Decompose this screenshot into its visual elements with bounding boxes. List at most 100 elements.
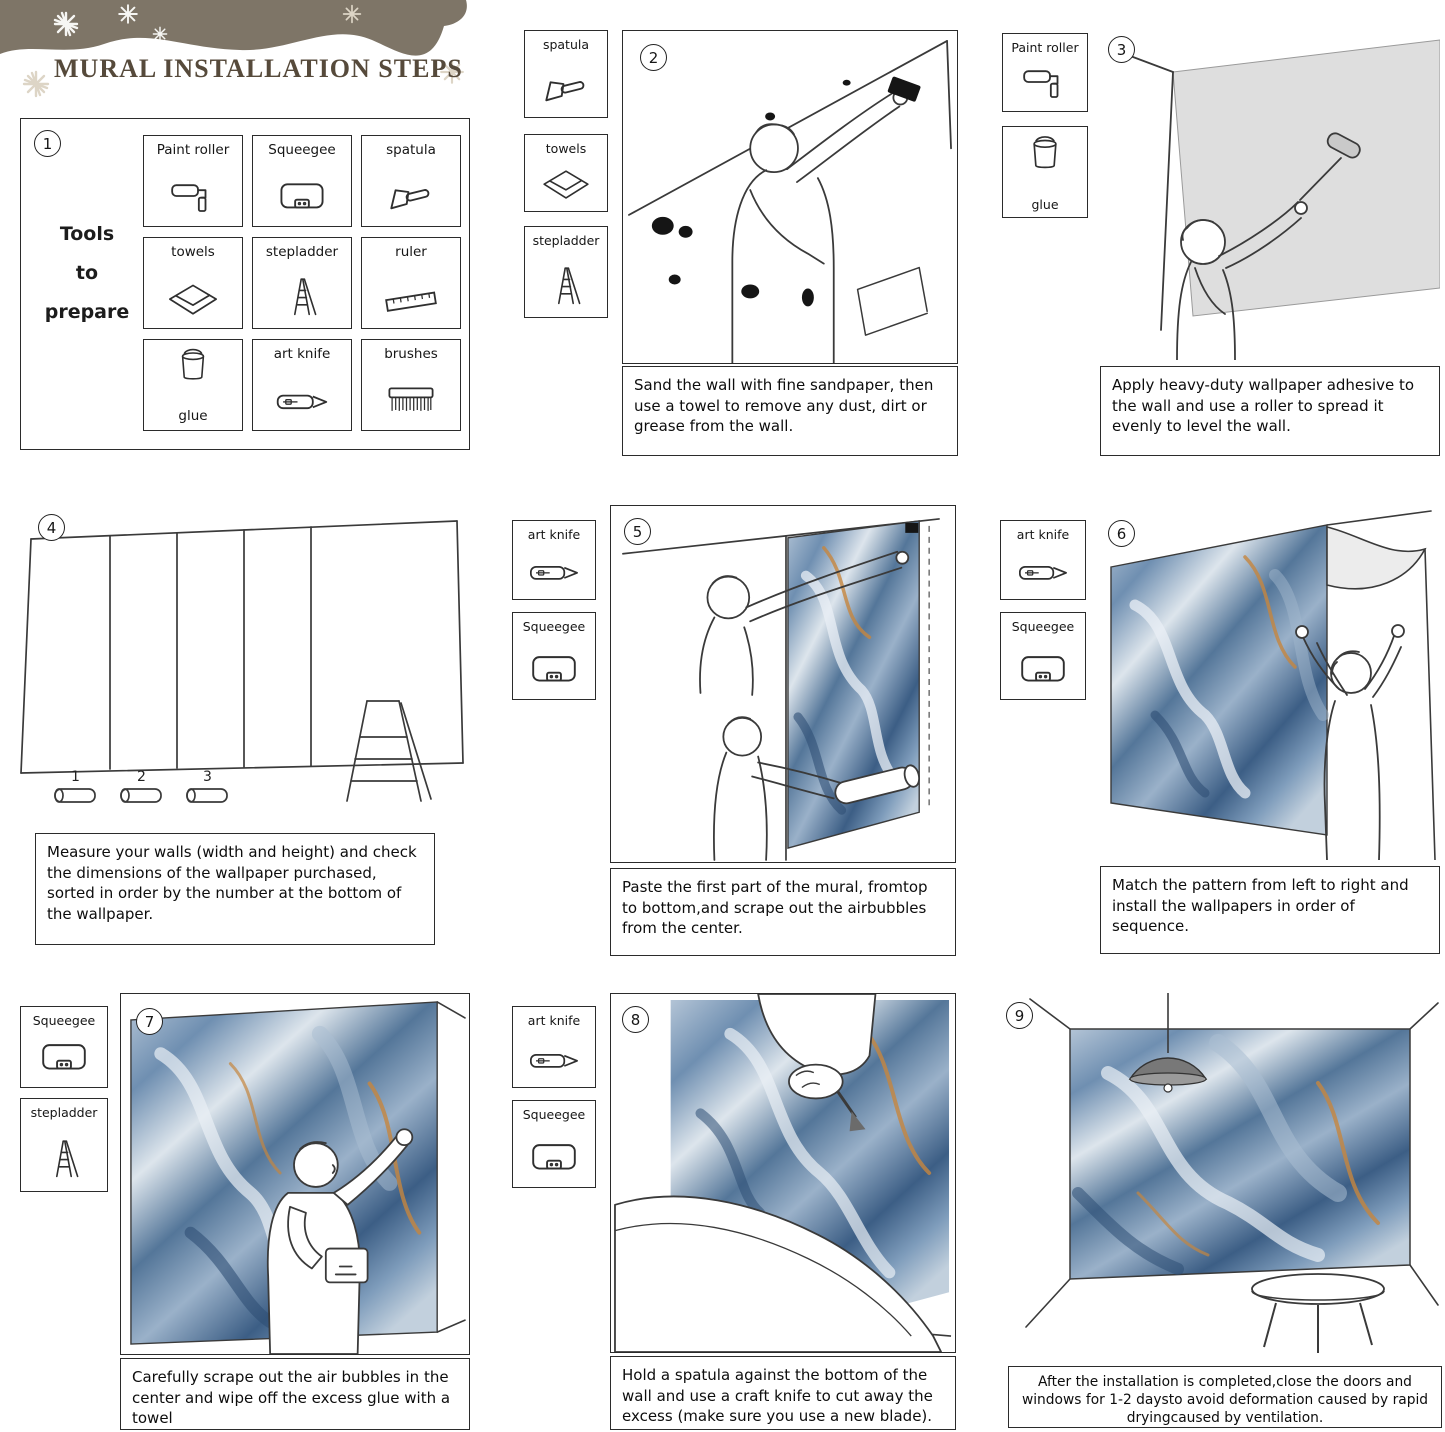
tool-chip-squeegee: Squeegee [512, 1100, 596, 1188]
squeegee-icon [1017, 652, 1069, 694]
tool-label: spatula [542, 37, 590, 52]
tool-label: Squeegee [522, 1107, 586, 1122]
coffee-table [1251, 1273, 1385, 1353]
step1-number: 1 [34, 130, 61, 157]
tool-label: glue [1031, 197, 1059, 212]
roll-number: 3 [203, 769, 212, 785]
tool-chip-towels: towels [524, 134, 608, 212]
step2-caption: Sand the wall with fine sandpaper, then … [622, 366, 958, 456]
tool-label: glue [178, 408, 208, 424]
tool-label: Squeegee [1011, 619, 1075, 634]
step7-number: 7 [136, 1008, 163, 1035]
step6-illustration [1095, 505, 1440, 860]
step9-number: 9 [1006, 1002, 1033, 1029]
tool-chip-spatula: spatula [524, 30, 608, 118]
tool-label: spatula [386, 142, 436, 158]
tool-tile-spatula: spatula [361, 135, 461, 227]
tool-label: Paint roller [156, 142, 230, 158]
step8-illustration-svg [614, 994, 952, 1352]
step6-number: 6 [1108, 520, 1135, 547]
tool-chip-squeegee: Squeegee [1000, 612, 1086, 700]
step4-illustration-svg: 1 2 3 [20, 520, 464, 803]
step2-number: 2 [640, 44, 667, 71]
step2-illustration-svg [628, 40, 952, 363]
tool-label: stepladder [532, 233, 600, 248]
glue-icon [169, 346, 217, 388]
step8-number: 8 [622, 1006, 649, 1033]
step5-number: 5 [624, 518, 651, 545]
step9-illustration-svg [1025, 993, 1439, 1353]
step7-illustration [120, 993, 470, 1355]
tool-label: stepladder [30, 1105, 98, 1120]
tool-chip-stepladder: stepladder [524, 226, 608, 318]
tools-label-line: prepare [44, 300, 130, 323]
step4-number: 4 [38, 514, 65, 541]
step3-illustration [1095, 30, 1440, 360]
step9-illustration [1018, 993, 1442, 1359]
towels-icon [167, 282, 219, 322]
page-title: MURAL INSTALLATION STEPS [54, 54, 463, 83]
tool-label: art knife [527, 527, 581, 542]
spatula-icon [540, 72, 592, 112]
stepladder-icon [278, 274, 326, 322]
brushes-icon [384, 382, 438, 424]
tool-tile-brushes: brushes [361, 339, 461, 431]
pendant-lamp [1128, 993, 1208, 1093]
tools-panel: Tools to prepare Paint roller Squeegee s… [20, 118, 470, 450]
stepladder-icon [542, 262, 590, 312]
squeegee-icon [38, 1040, 90, 1082]
tool-label: towels [171, 244, 215, 260]
step3-number: 3 [1108, 36, 1135, 63]
squeegee-icon [528, 1140, 580, 1182]
tool-label: towels [545, 141, 587, 156]
tool-label: brushes [384, 346, 438, 362]
tool-label: art knife [527, 1013, 581, 1028]
paint-roller-icon [168, 181, 218, 220]
step5-caption: Paste the first part of the mural, fromt… [610, 868, 956, 956]
tool-tile-paint-roller: Paint roller [143, 135, 243, 227]
step3-caption: Apply heavy-duty wallpaper adhesive to t… [1100, 366, 1440, 456]
tool-label: stepladder [265, 244, 339, 260]
step2-illustration [622, 30, 958, 364]
squeegee-icon [276, 180, 328, 220]
tools-label-line: to [75, 261, 99, 284]
step6-illustration-svg [1110, 510, 1436, 860]
tool-tile-art-knife: art knife [252, 339, 352, 431]
beige-flower-icons [22, 4, 464, 98]
step4-caption: Measure your walls (width and height) an… [35, 833, 435, 945]
tool-tile-stepladder: stepladder [252, 237, 352, 329]
squeegee-icon [528, 652, 580, 694]
art-knife-icon [1016, 554, 1070, 594]
towels-icon [541, 168, 591, 206]
art-knife-icon [275, 382, 329, 424]
roll-number: 1 [71, 769, 80, 785]
tool-chip-squeegee: Squeegee [20, 1006, 108, 1088]
step7-caption: Carefully scrape out the air bubbles in … [120, 1358, 470, 1430]
stepladder-icon [40, 1134, 88, 1186]
tool-chip-stepladder: stepladder [20, 1098, 108, 1192]
ruler-icon [384, 280, 438, 322]
tool-label: ruler [395, 244, 427, 260]
step8-illustration [610, 993, 956, 1353]
step3-illustration-svg [1108, 39, 1440, 360]
step4-illustration: 1 2 3 [15, 505, 465, 825]
header: MURAL INSTALLATION STEPS [0, 0, 490, 112]
white-flower-icons [53, 4, 168, 42]
step7-illustration-svg [130, 1001, 466, 1354]
roll-number: 2 [137, 769, 146, 785]
art-knife-icon [527, 554, 581, 594]
tool-chip-art-knife: art knife [512, 520, 596, 600]
paint-roller-icon [1020, 67, 1070, 106]
spatula-icon [385, 180, 437, 220]
tools-grid: Paint roller Squeegee spatula towels ste… [143, 135, 461, 431]
tool-label: art knife [1016, 527, 1070, 542]
art-knife-icon [527, 1042, 581, 1082]
tool-chip-paint-roller: Paint roller [1002, 33, 1088, 112]
tool-chip-art-knife: art knife [512, 1006, 596, 1088]
header-band [0, 0, 467, 98]
step6-caption: Match the pattern from left to right and… [1100, 866, 1440, 954]
tool-label: art knife [273, 346, 331, 362]
tool-label: Squeegee [268, 142, 336, 158]
glue-icon [1020, 133, 1070, 177]
